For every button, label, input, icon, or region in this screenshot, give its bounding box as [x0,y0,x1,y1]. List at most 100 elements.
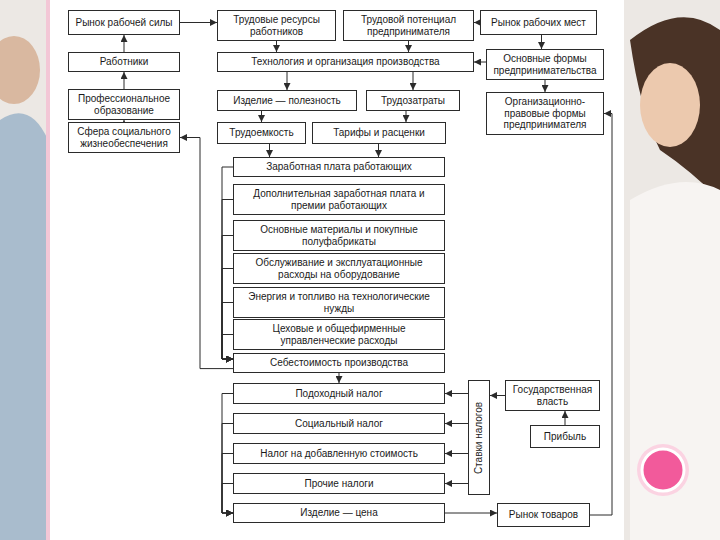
process-box: Цеховые и общефирменные управленческие р… [233,319,445,350]
process-box: Трудоемкость [217,122,306,144]
person-head [0,36,40,104]
process-box: Рынок рабочих мест [480,10,597,35]
flow-arrow [124,35,125,52]
box-label: Прочие налоги [304,478,373,490]
flow-arrow [541,35,542,49]
process-box: Социальный налог [233,413,445,434]
flow-arrow [445,483,468,484]
box-label: Рынок рабочей силы [75,17,172,29]
process-box: Дополнительная заработная плата и премии… [233,184,445,215]
box-label: Рынок товаров [509,509,578,521]
flow-arrow [545,80,546,92]
vertical-box: Ставки налогов [468,380,490,495]
flow-arrow [222,394,233,514]
flow-arrow [222,335,233,360]
diagram-panel [46,0,624,540]
box-label: Себестоимость производства [270,357,408,369]
flow-arrow [222,303,233,360]
flow-arrow [445,453,468,454]
process-box: Рынок товаров [497,503,590,527]
flow-arrow [222,454,233,514]
woman-face [640,63,700,147]
flow-arrow [261,111,262,122]
process-box: Трудозатраты [366,90,460,111]
flow-arrow [276,41,277,52]
box-label: Трудовые ресурсы работников [221,14,332,37]
box-label: Рынок рабочих мест [491,17,586,29]
process-box: Энергия и топливо на технологические нуж… [233,287,445,318]
process-box: Заработная плата работающих [233,157,445,177]
flow-arrow [180,22,217,23]
process-box: Работники [68,52,180,72]
box-label: Государственная власть [509,384,596,407]
box-label: Технология и организация производства [251,56,439,68]
process-box: Налог на добавленную стоимость [233,443,445,464]
box-label: Основные материалы и покупные полуфабрик… [237,224,441,247]
box-label: Налог на добавленную стоимость [260,448,418,460]
flow-arrow [222,424,233,514]
process-box: Обслуживание и эксплуатационные расходы … [233,253,445,284]
box-label: Основные формы предпринимательства [490,53,600,76]
process-box: Технология и организация производства [217,52,474,72]
flow-arrow [445,513,497,514]
flow-arrow [222,484,233,514]
process-box: Государственная власть [505,380,600,411]
box-label: Ставки налогов [473,401,485,473]
box-label: Заработная плата работающих [266,161,412,173]
box-label: Тарифы и расценки [333,127,425,139]
flow-arrow [445,393,468,394]
flow-arrow [222,236,233,360]
panel-stripe [46,0,50,540]
flow-arrow [180,138,233,369]
box-label: Социальный налог [295,418,383,430]
box-label: Дополнительная заработная плата и премии… [237,188,441,211]
flow-arrow [565,411,566,425]
process-box: Тарифы и расценки [312,122,446,144]
flow-arrow [222,167,233,359]
box-label: Организационно-правовые формы предприним… [490,96,600,131]
flow-arrow [378,144,379,157]
process-box: Рынок рабочей силы [68,10,180,35]
flow-arrow [124,72,125,89]
box-label: Трудозатраты [381,95,445,107]
flow-arrow [269,144,270,157]
process-box: Прочие налоги [233,473,445,494]
flow-arrow [445,423,468,424]
accent-ring [637,444,689,496]
process-box: Трудовые ресурсы работников [217,10,336,41]
box-label: Трудовой потенциал предпринимателя [347,14,470,37]
flow-arrow [287,72,288,90]
flow-arrow [413,72,414,90]
woman-hair [630,17,720,200]
flow-arrow [490,395,505,396]
box-label: Профессиональное образование [72,93,176,116]
process-box: Подоходный налог [233,383,445,404]
process-box: Основные формы предпринимательства [486,49,604,80]
flow-arrow [406,111,407,122]
flow-arrow [222,269,233,360]
process-box: Сфера социального жизнеобеспечения [68,122,180,153]
process-box: Прибыль [530,425,600,448]
flow-arrow [339,373,340,383]
process-box: Изделие — цена [233,503,445,523]
box-label: Изделие — цена [300,507,377,519]
flow-arrow [222,200,233,360]
box-label: Прибыль [544,431,586,443]
box-label: Работники [100,56,149,68]
process-box: Организационно-правовые формы предприним… [486,92,604,135]
box-label: Подоходный налог [295,388,382,400]
box-label: Изделие — полезность [233,95,341,107]
box-label: Сфера социального жизнеобеспечения [72,126,176,149]
accent-circle [642,449,684,491]
process-box: Изделие — полезность [217,90,357,111]
process-box: Трудовой потенциал предпринимателя [343,10,474,41]
box-label: Трудоемкость [229,127,293,139]
person-shirt [0,113,48,540]
box-label: Обслуживание и эксплуатационные расходы … [237,257,441,280]
woman-shirt [630,182,720,540]
process-box: Себестоимость производства [233,353,445,373]
box-label: Энергия и топливо на технологические нуж… [237,291,441,314]
box-label: Цеховые и общефирменные управленческие р… [237,323,441,346]
